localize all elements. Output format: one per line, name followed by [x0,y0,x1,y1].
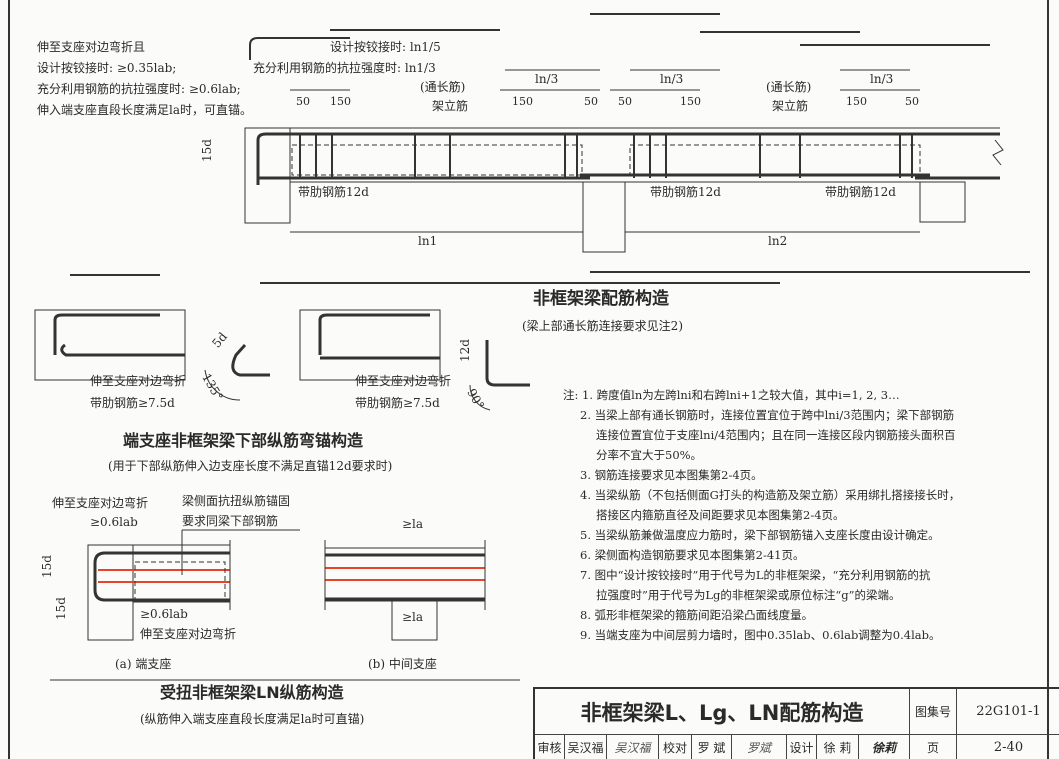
bend-label: 伸至支座对边弯折 [90,374,187,388]
dim-50: 50 [618,95,632,108]
dim-ln3: ln/3 [660,72,684,86]
note-line: 连接位置宜位于支座lni/4范围内；且在同一连接区段内钢筋接头面积百 [596,428,956,442]
ribbed-bar-label: 带肋钢筋12d [298,185,369,199]
dim-15d: 15d [200,139,214,162]
dim-50: 50 [296,95,310,108]
bend-label: 伸至支座对边弯折 [355,374,452,388]
side-note: 梁侧面抗扭纵筋锚固 [182,494,291,508]
dim-150: 150 [846,95,867,108]
left-note-line: 伸入端支座直段长度满足la时，可直锚。 [37,103,252,117]
dim-06lab: ≥0.6lab [140,607,188,621]
note-line: 2. 当梁上部有通长钢筋时，连接位置宜位于跨中lni/3范围内；梁下部钢筋 [580,408,955,422]
dim-06lab: ≥0.6lab [90,515,138,529]
designer: 徐 莉 [817,735,859,759]
sheet-title: 非框架梁L、Lg、LN配筋构造 [535,689,910,735]
note-line: 5. 当梁纵筋兼做温度应力筋时，梁下部钢筋锚入支座长度由设计确定。 [580,528,940,542]
dim-ln3: ln/3 [870,72,894,86]
note-line: 9. 当端支座为中间层剪力墙时，图中0.35lab、0.6lab调整为0.4la… [580,628,941,642]
note-line: 分率不宜大于50%。 [596,448,703,462]
section-subtitle: (梁上部通长筋连接要求见注2) [522,319,683,333]
check-label: 校对 [659,735,692,759]
section-title: 受扭非框架梁LN纵筋构造 [160,683,344,702]
checker: 罗 斌 [692,735,732,759]
ribbed-bar-label: 带肋钢筋12d [650,185,721,199]
span-ln1: ln1 [418,234,438,248]
dim-50: 50 [584,95,598,108]
ribbed-bar-label: 带肋钢筋≥7.5d [355,396,440,410]
side-note: 要求同梁下部钢筋 [182,514,279,528]
hinge-label: 设计按铰接时: ln1/5 [330,40,441,54]
reviewer: 吴汉福 [565,735,607,759]
note-line: 6. 梁侧面构造钢筋要求见本图集第2-41页。 [580,548,805,562]
span-ln2: ln2 [768,234,788,248]
section-title: 非框架梁配筋构造 [533,289,669,309]
erection-bar-label: 架立筋 [772,99,809,113]
title-block: 非框架梁L、Lg、LN配筋构造 图集号 22G101-1 审核 吴汉福 吴汉福 … [533,687,1059,759]
note-line: 注: 1. 跨度值ln为左跨lni和右跨lni+1之较大值，其中i=1, 2, … [563,388,900,402]
dim-15d: 15d [40,555,54,578]
dim-la: ≥la [402,610,424,624]
section-title: 端支座非框架梁下部纵筋弯锚构造 [123,431,364,450]
ribbed-bar-label: 带肋钢筋≥7.5d [90,396,175,410]
reviewer-signature: 吴汉福 [607,735,659,759]
note-line: 4. 当梁纵筋（不包括侧面G打头的构造筋及架立筋）采用绑扎搭接接长时， [580,488,961,502]
erection-bar-label: (通长筋) [420,80,466,94]
ribbed-bar-label: 带肋钢筋12d [825,185,896,199]
page-label: 页 [910,735,957,759]
checker-signature: 罗斌 [732,735,787,759]
dim-ln3: ln/3 [535,72,559,86]
caption-a: (a) 端支座 [115,657,172,671]
note-line: 8. 弧形非框架梁的箍筋间距沿梁凸面线度量。 [580,608,814,622]
section-subtitle: (用于下部纵筋伸入边支座长度不满足直锚12d要求时) [108,459,393,473]
note-line: 拉强度时”用于代号为Lg的非框架梁或原位标注“g”的梁端。 [596,588,901,602]
hook-12d: 12d [458,339,472,362]
left-note-line: 充分利用钢筋的抗拉强度时: ≥0.6lab; [37,82,241,96]
dim-150: 150 [330,95,351,108]
dim-15d: 15d [54,597,68,620]
dim-150: 150 [680,95,701,108]
caption-b: (b) 中间支座 [368,657,437,671]
erection-bar-label: 架立筋 [432,99,469,113]
atlas-label: 图集号 [910,689,957,735]
left-note-line: 伸至支座对边弯折且 [37,40,146,54]
section-subtitle: (纵筋伸入端支座直段长度满足la时可直锚) [140,712,365,726]
dim-150: 150 [512,95,533,108]
left-note-line: 设计按铰接时: ≥0.35lab; [37,61,177,75]
page-number: 2-40 [957,735,1059,759]
dim-la: ≥la [402,517,424,531]
full-strength-label: 充分利用钢筋的抗拉强度时: ln1/3 [253,61,436,75]
note-line: 搭接区内箍筋直径及间距要求见本图集第2-4页。 [596,508,845,522]
erection-bar-label: (通长筋) [766,80,812,94]
bend-label: 伸至支座对边弯折 [140,627,237,641]
design-label: 设计 [787,735,817,759]
bend-label: 伸至支座对边弯折 [52,496,149,510]
note-line: 3. 钢筋连接要求见本图集第2-4页。 [580,468,763,482]
atlas-number: 22G101-1 [957,689,1059,735]
note-line: 7. 图中“设计按铰接时”用于代号为L的非框架梁，“充分利用钢筋的抗 [580,568,931,582]
review-label: 审核 [535,735,565,759]
designer-signature: 徐莉 [859,735,910,759]
dim-50: 50 [905,95,919,108]
